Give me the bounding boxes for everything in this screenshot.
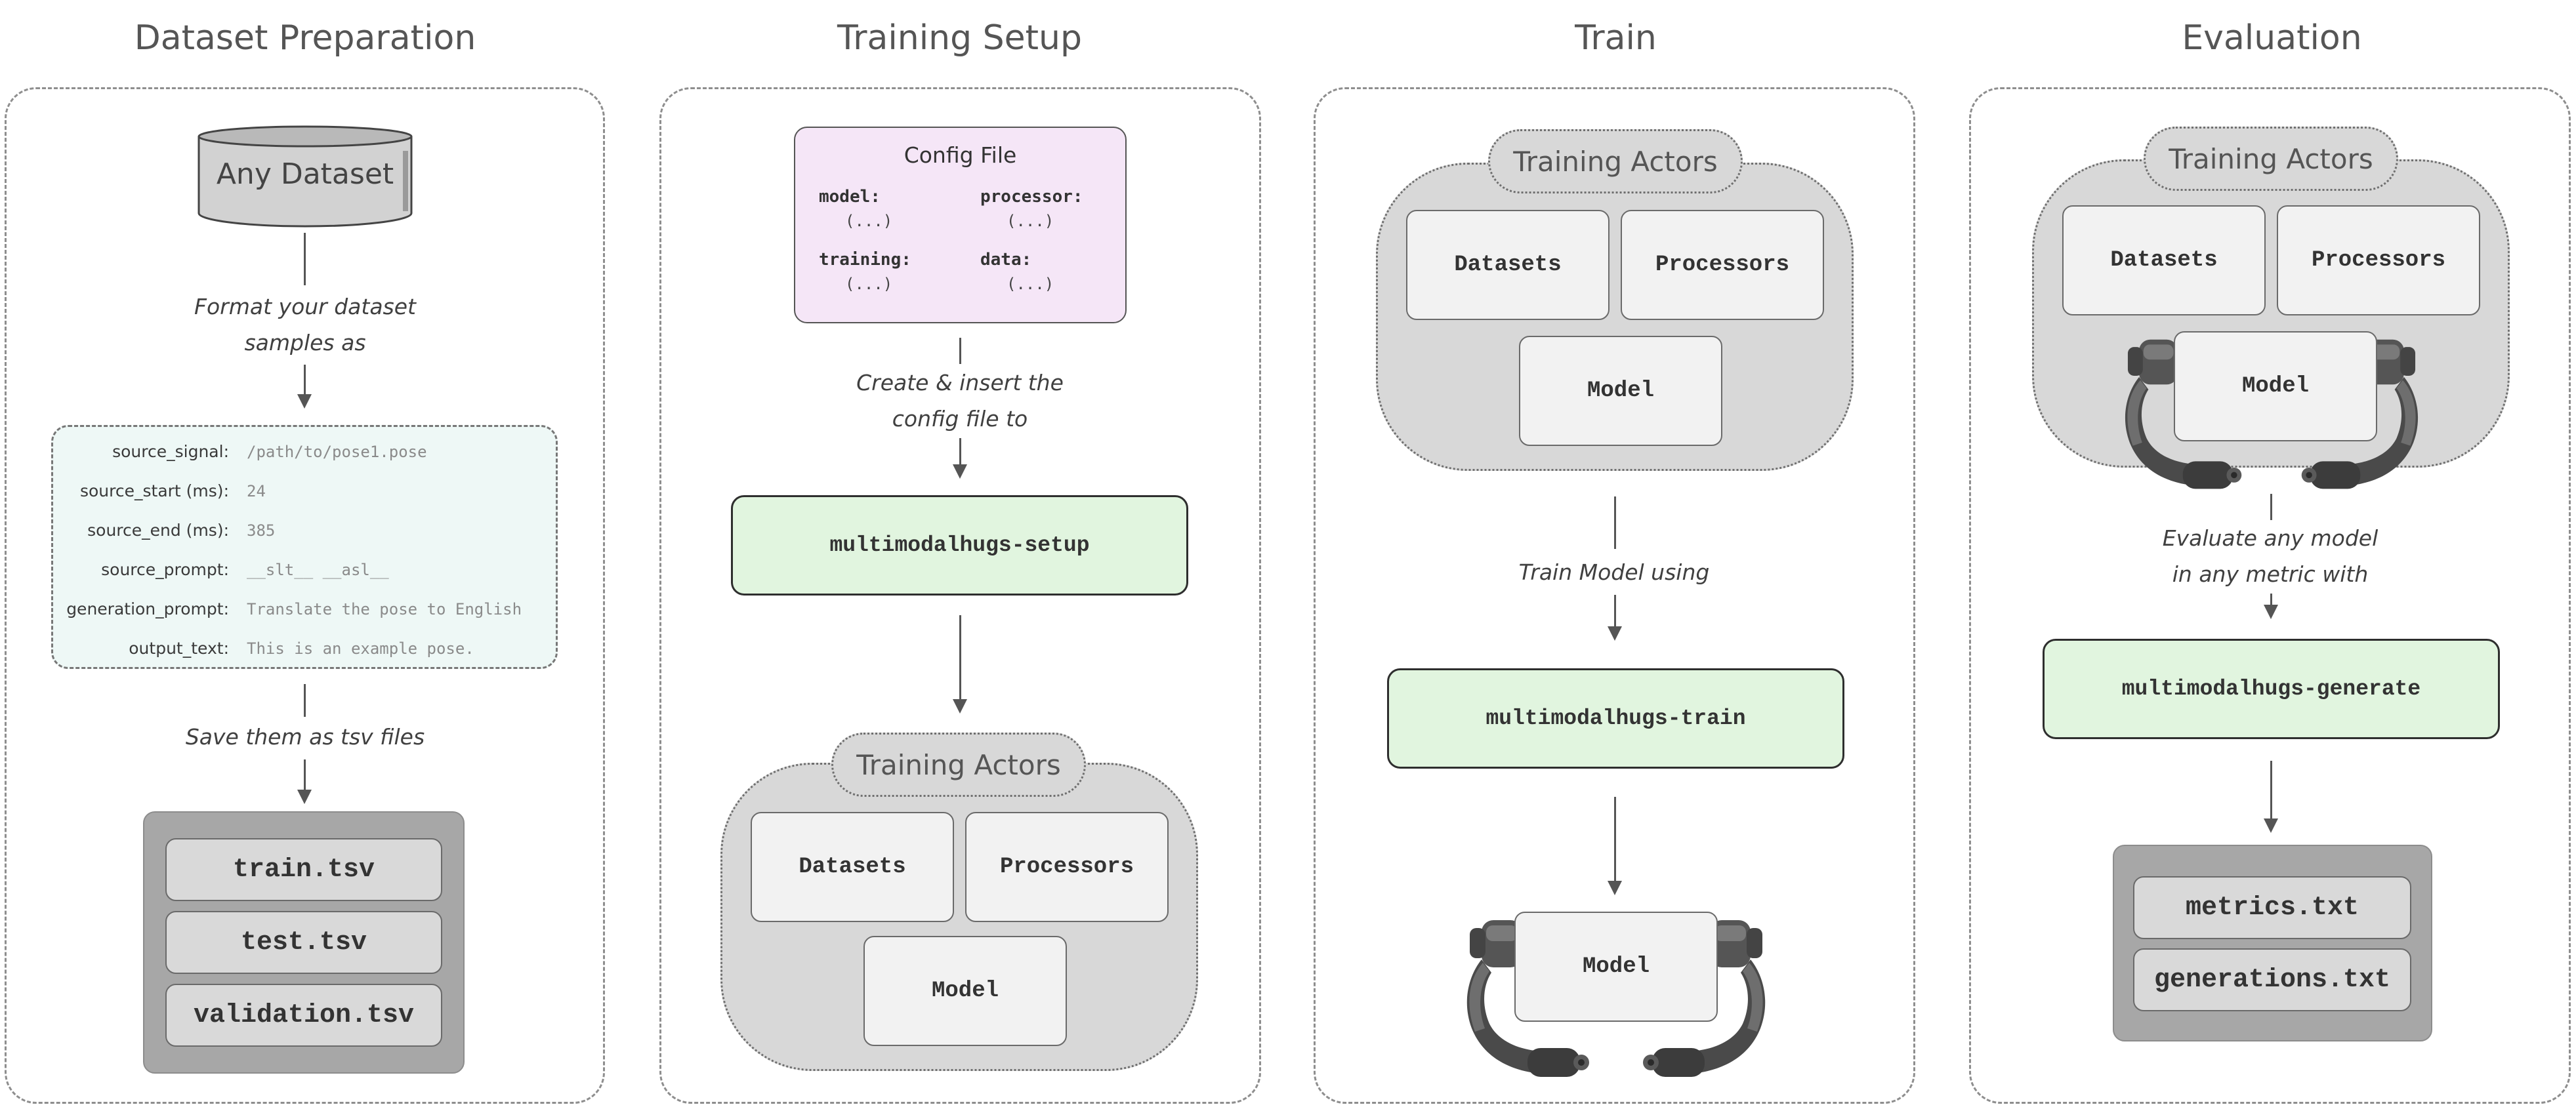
eval-note-line-2: in any metric with — [2172, 561, 2369, 587]
connector-line — [304, 365, 306, 394]
config-file-card: Config File model: (...) processor: (...… — [794, 127, 1127, 323]
output-files-group — [2113, 845, 2432, 1041]
file-generations-txt: generations.txt — [2133, 948, 2411, 1011]
config-note-line-1: Create & insert the — [856, 370, 1064, 395]
connector-line — [1614, 595, 1616, 628]
eval-panel — [1969, 87, 2571, 1104]
train-actor-model: Model — [1519, 336, 1722, 446]
sample-field-value: Translate the pose to English — [247, 600, 522, 618]
setup-actor-datasets: Datasets — [751, 812, 954, 922]
arrowhead — [1608, 626, 1622, 641]
config-key-model: model: — [819, 187, 881, 207]
connector-line — [2270, 494, 2272, 520]
trained-model-card: Model — [1514, 912, 1718, 1022]
sample-field-row: source_prompt: __slt__ __asl__ — [53, 550, 556, 590]
train-command-button[interactable]: multimodalhugs-train — [1387, 668, 1844, 769]
arrowhead — [2264, 818, 2278, 833]
sample-fields-box: source_signal: /path/to/pose1.pose sourc… — [51, 425, 558, 669]
config-value-placeholder: (...) — [1007, 212, 1054, 230]
sample-field-key: output_text: — [129, 639, 229, 658]
sample-field-value: This is an example pose. — [247, 639, 474, 658]
arrowhead — [953, 699, 967, 714]
eval-column-title: Evaluation — [2182, 18, 2362, 58]
file-train-tsv: train.tsv — [165, 838, 442, 901]
sample-field-value: /path/to/pose1.pose — [247, 443, 427, 461]
eval-note-line-1: Evaluate any model — [2162, 525, 2379, 551]
connector-line — [304, 233, 306, 285]
sample-field-key: source_signal: — [112, 442, 229, 461]
arrowhead — [297, 394, 312, 409]
train-actor-processors: Processors — [1621, 210, 1824, 320]
sample-field-key: generation_prompt: — [66, 599, 229, 618]
setup-command-button[interactable]: multimodalhugs-setup — [731, 495, 1188, 596]
connector-line — [1614, 797, 1616, 882]
generate-command-button[interactable]: multimodalhugs-generate — [2043, 639, 2500, 739]
prep-column-title: Dataset Preparation — [134, 18, 476, 58]
database-icon — [197, 125, 413, 230]
connector-line — [959, 338, 961, 364]
file-metrics-txt: metrics.txt — [2133, 876, 2411, 939]
config-key-training: training: — [819, 250, 911, 270]
train-column-title: Train — [1575, 18, 1657, 58]
sample-field-key: source_end (ms): — [87, 521, 229, 540]
train-training-actors-label: Training Actors — [1488, 129, 1743, 193]
arrowhead — [297, 790, 312, 804]
sample-field-row: source_signal: /path/to/pose1.pose — [53, 432, 556, 472]
config-key-data: data: — [980, 250, 1032, 270]
train-note: Train Model using — [1518, 559, 1710, 585]
prep-panel — [5, 87, 605, 1104]
config-key-processor: processor: — [980, 187, 1083, 207]
save-note: Save them as tsv files — [185, 724, 425, 750]
eval-actor-datasets: Datasets — [2062, 205, 2266, 315]
sample-field-key: source_start (ms): — [79, 481, 229, 500]
connector-line — [2270, 761, 2272, 820]
eval-training-actors-label: Training Actors — [2144, 127, 2398, 191]
connector-line — [959, 438, 961, 466]
file-test-tsv: test.tsv — [165, 911, 442, 974]
config-value-placeholder: (...) — [845, 212, 893, 230]
eval-actor-model: Model — [2174, 331, 2377, 441]
arrowhead — [2264, 605, 2278, 619]
sample-field-row: output_text: This is an example pose. — [53, 629, 556, 668]
config-value-placeholder: (...) — [1007, 275, 1054, 293]
config-value-placeholder: (...) — [845, 275, 893, 293]
format-note-line-2: samples as — [244, 330, 366, 355]
config-note-line-2: config file to — [892, 406, 1028, 432]
sample-field-value: 24 — [247, 482, 266, 500]
setup-training-actors-label: Training Actors — [831, 733, 1086, 797]
setup-actor-processors: Processors — [965, 812, 1169, 922]
eval-actor-processors: Processors — [2277, 205, 2480, 315]
sample-field-row: generation_prompt: Translate the pose to… — [53, 590, 556, 629]
sample-field-key: source_prompt: — [101, 560, 229, 579]
config-file-title: Config File — [904, 142, 1017, 168]
format-note-line-1: Format your dataset — [194, 294, 416, 319]
setup-actor-model: Model — [863, 936, 1067, 1046]
arrowhead — [953, 464, 967, 479]
sample-field-value: __slt__ __asl__ — [247, 561, 389, 579]
connector-line — [959, 615, 961, 700]
connector-line — [2270, 594, 2272, 607]
setup-panel — [659, 87, 1261, 1104]
connector-line — [1614, 496, 1616, 549]
sample-field-row: source_end (ms): 385 — [53, 511, 556, 550]
connector-line — [304, 684, 306, 717]
dataset-label: Any Dataset — [216, 157, 394, 191]
connector-line — [304, 759, 306, 791]
train-panel — [1314, 87, 1915, 1104]
file-validation-tsv: validation.tsv — [165, 984, 442, 1047]
arrowhead — [1608, 881, 1622, 895]
train-actor-datasets: Datasets — [1406, 210, 1610, 320]
sample-field-value: 385 — [247, 521, 276, 540]
setup-column-title: Training Setup — [837, 18, 1083, 58]
sample-field-row: source_start (ms): 24 — [53, 472, 556, 511]
